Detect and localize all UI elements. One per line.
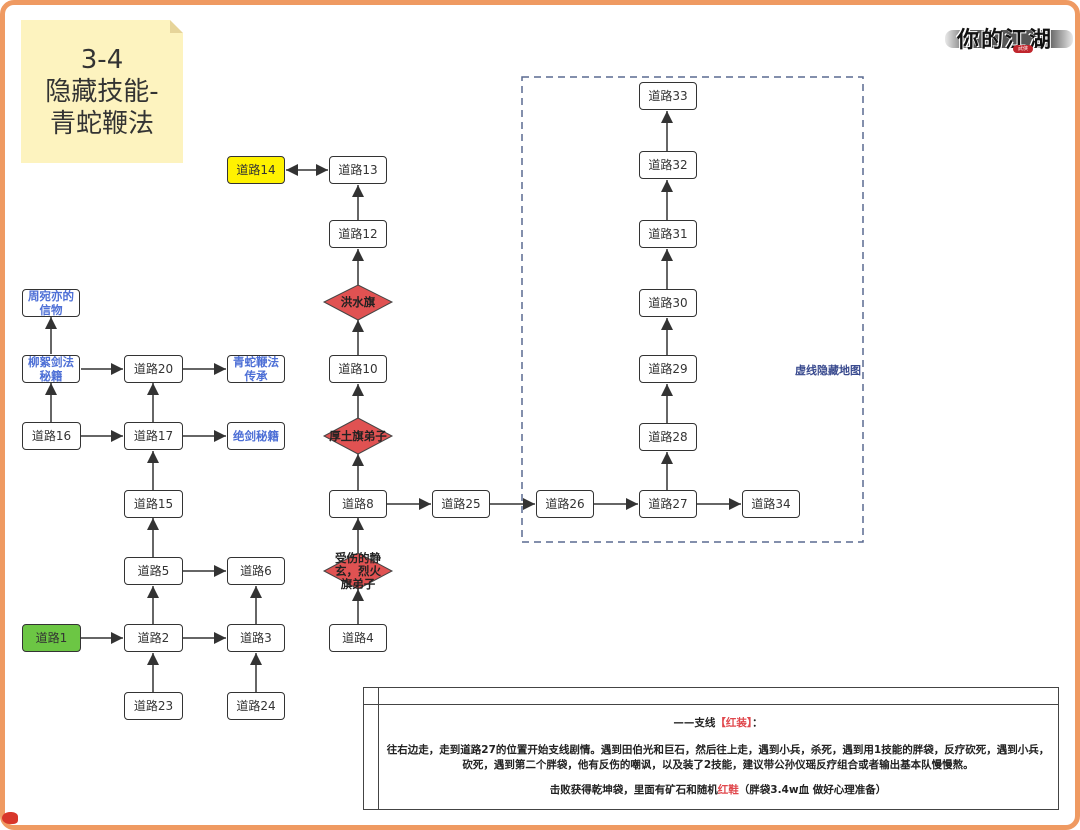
mascot-icon (2, 812, 18, 824)
node-road-10[interactable]: 道路10 (329, 355, 387, 383)
node-road-12[interactable]: 道路12 (329, 220, 387, 248)
game-logo: 你的江湖 武侠 (945, 20, 1075, 58)
node-road-26[interactable]: 道路26 (536, 490, 594, 518)
node-juejian-manual[interactable]: 绝剑秘籍 (227, 422, 285, 450)
title-sticky-note: 3-4 隐藏技能- 青蛇鞭法 (21, 20, 183, 163)
reward-prefix: 击败获得乾坤袋，里面有矿石和随机 (549, 784, 718, 796)
note-line-1: 3-4 (80, 44, 124, 75)
node-road-4[interactable]: 道路4 (329, 624, 387, 652)
node-road-28[interactable]: 道路28 (639, 423, 697, 451)
logo-text: 你的江湖 (957, 27, 1054, 53)
node-road-6[interactable]: 道路6 (227, 557, 285, 585)
node-road-14[interactable]: 道路14 (227, 156, 285, 184)
note-line-3: 青蛇鞭法 (49, 108, 154, 139)
info-table: ——支线【红装】： 往右边走，走到道路27的位置开始支线剧情。遇到田伯光和巨石，… (363, 687, 1059, 810)
reward-highlight: 红鞋 (717, 784, 739, 796)
node-road-29[interactable]: 道路29 (639, 355, 697, 383)
hidden-map-label: 虚线隐藏地图 (795, 364, 861, 377)
node-road-34[interactable]: 道路34 (742, 490, 800, 518)
logo-brush-stroke (945, 30, 1073, 48)
diamond-hongshui[interactable] (322, 284, 394, 321)
node-road-24[interactable]: 道路24 (227, 692, 285, 720)
node-road-27[interactable]: 道路27 (639, 490, 697, 518)
diamond-label-shoushang: 受伤的静玄，烈火旗弟子 (335, 550, 381, 591)
node-road-8[interactable]: 道路8 (329, 490, 387, 518)
diamond-label-hongshui: 洪水旗 (340, 294, 376, 309)
node-road-13[interactable]: 道路13 (329, 156, 387, 184)
node-qingshe-inheritance[interactable]: 青蛇鞭法传承 (227, 355, 285, 383)
node-road-2[interactable]: 道路2 (124, 624, 183, 652)
quest-reward: 击败获得乾坤袋，里面有矿石和随机红鞋（胖袋3.4w血 做好心理准备） (384, 783, 1052, 798)
reward-suffix: （胖袋3.4w血 做好心理准备） (738, 784, 887, 796)
node-road-17[interactable]: 道路17 (124, 422, 183, 450)
quest-description: 往右边走，走到道路27的位置开始支线剧情。遇到田伯光和巨石，然后往上走，遇到小兵… (386, 744, 1050, 771)
hidden-map-region (521, 76, 864, 543)
node-zhouwan-token[interactable]: 周宛亦的信物 (22, 289, 80, 317)
node-road-30[interactable]: 道路30 (639, 289, 697, 317)
node-road-25[interactable]: 道路25 (432, 490, 490, 518)
node-road-20[interactable]: 道路20 (124, 355, 183, 383)
note-line-2: 隐藏技能- (45, 76, 159, 107)
logo-seal: 武侠 (1013, 45, 1033, 53)
diamond-label-houtu: 厚土旗弟子 (329, 428, 387, 443)
node-road-5[interactable]: 道路5 (124, 557, 183, 585)
node-road-1-start[interactable]: 道路1 (22, 624, 81, 652)
node-road-33[interactable]: 道路33 (639, 82, 697, 110)
node-road-32[interactable]: 道路32 (639, 151, 697, 179)
table-body: ——支线【红装】： 往右边走，走到道路27的位置开始支线剧情。遇到田伯光和巨石，… (384, 716, 1052, 798)
node-road-16[interactable]: 道路16 (22, 422, 81, 450)
diamond-houtu[interactable] (322, 417, 394, 455)
title-highlight: 【红装】 (715, 717, 753, 729)
node-road-15[interactable]: 道路15 (124, 490, 183, 518)
node-liuxu-manual[interactable]: 柳絮剑法秘籍 (22, 355, 80, 383)
table-column-divider (378, 688, 379, 809)
node-road-31[interactable]: 道路31 (639, 220, 697, 248)
side-quest-title: ——支线【红装】： (384, 716, 1052, 731)
node-road-3[interactable]: 道路3 (227, 624, 285, 652)
diamond-shoushang[interactable] (322, 552, 394, 590)
title-suffix: ： (752, 717, 763, 729)
title-prefix: ——支线 (673, 717, 716, 729)
node-road-23[interactable]: 道路23 (124, 692, 183, 720)
table-header-divider (364, 704, 1058, 705)
